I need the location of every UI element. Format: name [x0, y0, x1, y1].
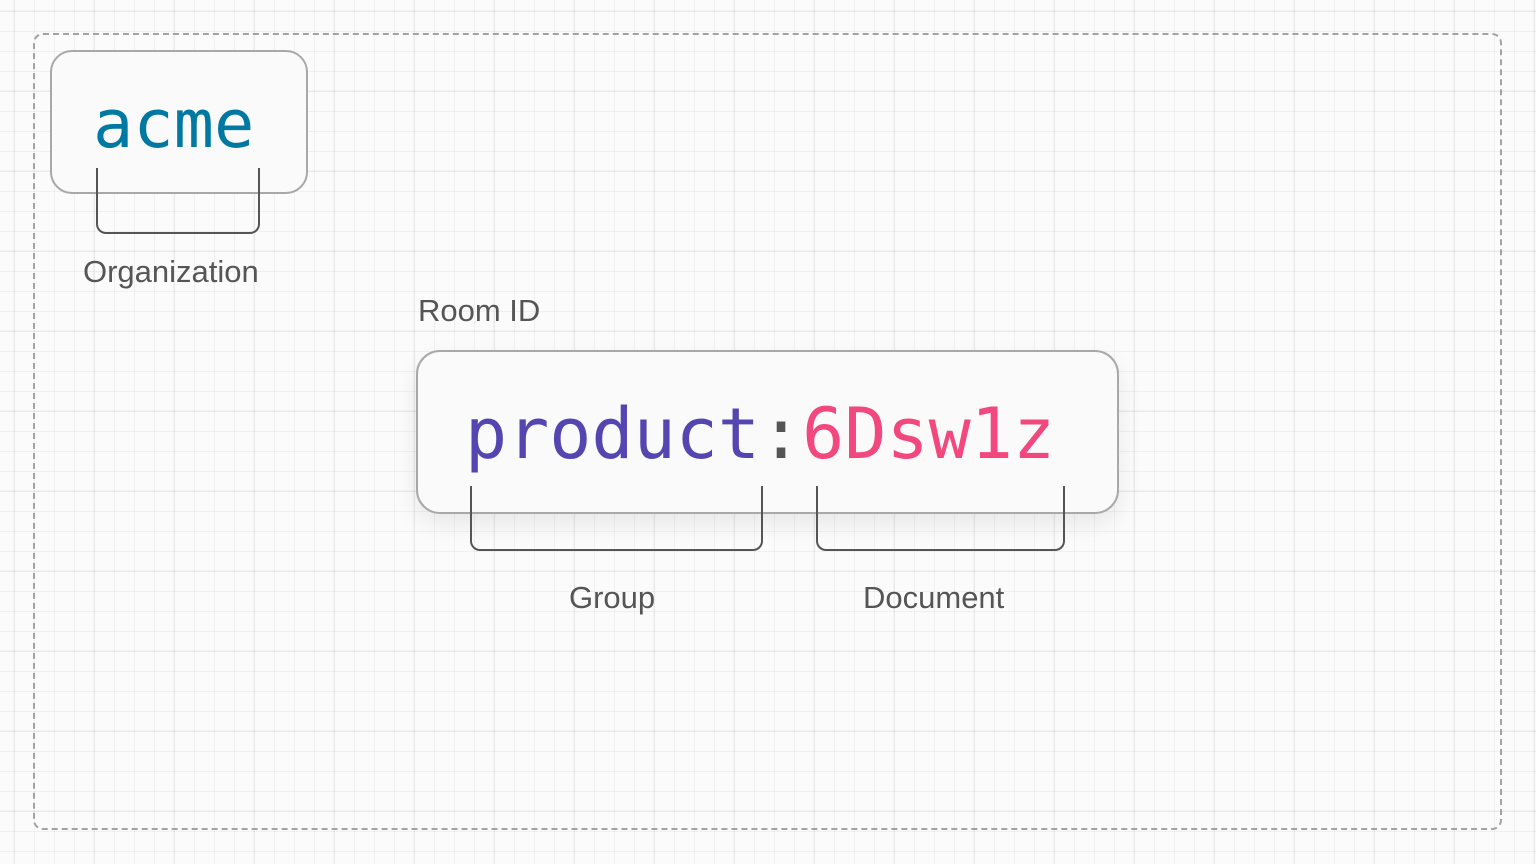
- organization-bracket: [96, 168, 260, 234]
- organization-label: Organization: [83, 254, 259, 289]
- organization-boundary: [33, 33, 1502, 830]
- organization-box: [50, 50, 308, 194]
- document-label: Document: [863, 580, 1005, 615]
- group-label: Group: [569, 580, 656, 615]
- organization-value: acme: [93, 85, 255, 163]
- room-id-value: product:6Dsw1z: [465, 391, 1055, 477]
- room-id-box: [416, 350, 1119, 514]
- room-id-title: Room ID: [418, 293, 541, 328]
- document-value: 6Dsw1z: [802, 393, 1056, 475]
- document-bracket: [816, 486, 1065, 551]
- group-bracket: [470, 486, 763, 551]
- room-id-separator: :: [760, 393, 803, 475]
- group-value: product: [465, 393, 761, 475]
